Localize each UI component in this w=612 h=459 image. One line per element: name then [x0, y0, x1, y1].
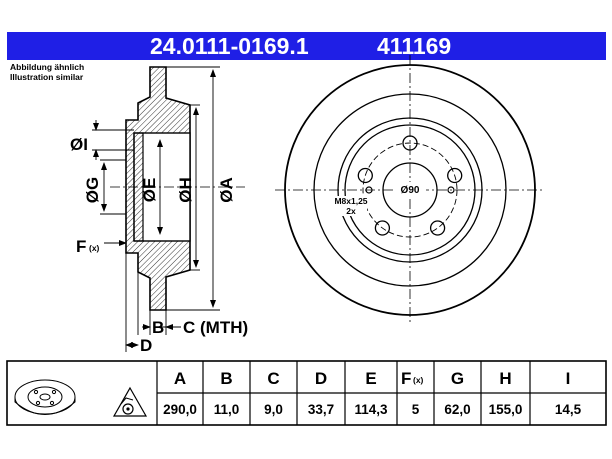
value-e: 114,3	[354, 402, 388, 417]
header-d: D	[315, 369, 327, 388]
caption-de: Abbildung ähnlich	[10, 62, 85, 72]
bolt-hole	[447, 167, 463, 184]
header-b: B	[220, 369, 232, 388]
value-d: 33,7	[308, 402, 334, 417]
label-dim-f: F	[76, 237, 86, 256]
brake-disc-thumbnail-icon	[14, 379, 76, 415]
title-banner: 24.0111-0169.1 411169	[7, 32, 606, 60]
label-bolt-circle: Ø90	[401, 185, 420, 196]
warning-triangle-icon	[112, 386, 148, 417]
part-number: 24.0111-0169.1	[150, 33, 309, 59]
value-c: 9,0	[264, 402, 283, 417]
header-e: E	[365, 369, 376, 388]
header-f-sub: (x)	[413, 375, 424, 385]
label-dim-d: D	[140, 336, 152, 355]
header-c: C	[267, 369, 279, 388]
header-a: A	[174, 369, 186, 388]
value-g: 62,0	[444, 402, 470, 417]
label-thread: M8x1,25	[334, 196, 367, 206]
header-h: H	[499, 369, 511, 388]
value-f: 5	[412, 402, 420, 417]
bolt-hole	[357, 167, 373, 184]
label-dim-i: ØI	[70, 135, 88, 154]
label-dim-e: ØE	[140, 178, 159, 203]
header-g: G	[451, 369, 464, 388]
dimension-lines	[92, 66, 220, 352]
label-dim-a: ØA	[217, 177, 236, 203]
value-h: 155,0	[489, 402, 523, 417]
label-dim-c: C (MTH)	[183, 318, 248, 337]
label-dim-h: ØH	[176, 177, 195, 203]
label-dim-g: ØG	[83, 177, 102, 203]
reference-number: 411169	[377, 33, 452, 59]
label-thread-count: 2x	[346, 206, 356, 216]
bolt-hole	[374, 220, 391, 236]
label-dim-f-sub: (x)	[89, 243, 100, 253]
value-b: 11,0	[214, 402, 240, 417]
caption-en: Illustration similar	[10, 72, 84, 82]
header-f: F	[401, 369, 411, 388]
bolt-hole	[429, 220, 446, 236]
threaded-hole	[447, 186, 455, 194]
spec-table: A B C D E F (x) G H I 290,0 11,0 9,0 33,…	[6, 360, 607, 426]
value-a: 290,0	[163, 402, 197, 417]
value-i: 14,5	[555, 402, 582, 417]
side-section-view: ØA ØH ØE ØG ØI F (x) B C (MTH) D	[70, 66, 248, 355]
header-i: I	[566, 369, 571, 388]
illustration-caption: Abbildung ähnlich Illustration similar	[10, 62, 84, 82]
label-dim-b: B	[152, 318, 164, 337]
